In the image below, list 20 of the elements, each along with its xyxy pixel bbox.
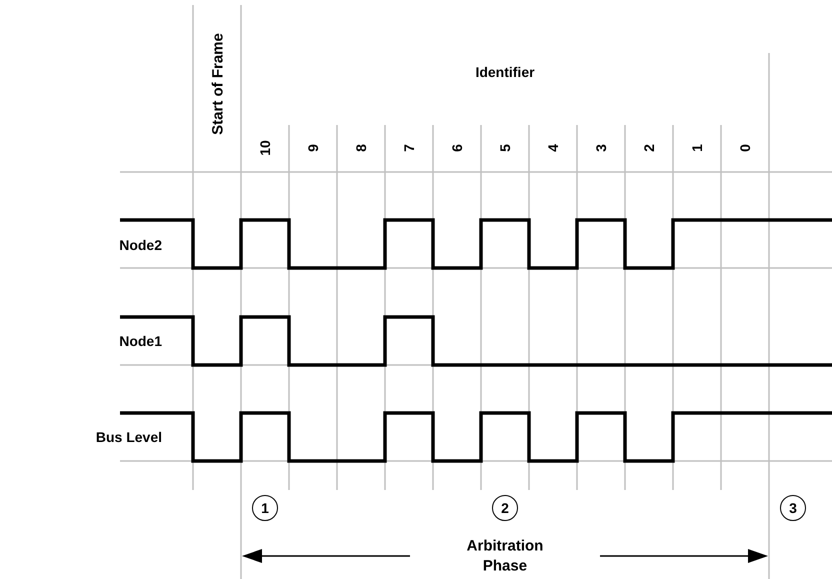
bit-number: 8 xyxy=(354,144,368,152)
bit-number: 1 xyxy=(690,144,704,152)
callout-number: 3 xyxy=(780,495,806,521)
signal-name: Bus Level xyxy=(96,430,162,444)
bit-number: 5 xyxy=(498,144,512,152)
bit-number: 7 xyxy=(402,144,416,152)
bit-number: 10 xyxy=(258,140,272,156)
bit-number: 6 xyxy=(450,144,464,152)
bit-number: 2 xyxy=(642,144,656,152)
bit-number: 4 xyxy=(546,144,560,152)
callout-number: 1 xyxy=(252,495,278,521)
field-label: Identifier xyxy=(475,65,535,79)
callout-number: 2 xyxy=(492,495,518,521)
field-label: Start of Frame xyxy=(210,33,226,135)
bit-number: 9 xyxy=(306,144,320,152)
bit-number: 3 xyxy=(594,144,608,152)
signal-name: Node1 xyxy=(119,334,162,348)
signal-name: Node2 xyxy=(119,238,162,252)
phase-label: Arbitration Phase xyxy=(466,536,544,576)
bit-number: 0 xyxy=(738,144,752,152)
